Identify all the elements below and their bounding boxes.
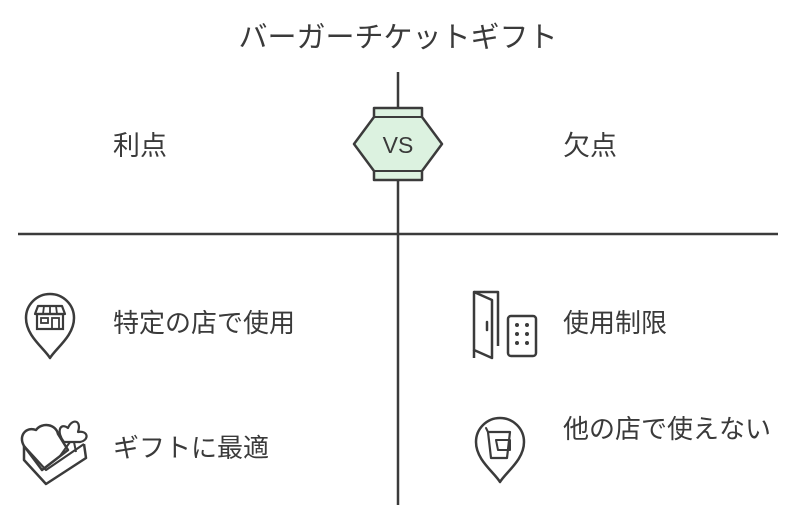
pros-item-1: 特定の店で使用 <box>113 309 296 339</box>
cons-item-1: 使用制限 <box>563 309 668 339</box>
cons-header: 欠点 <box>563 131 617 162</box>
store-location-icon <box>24 292 76 360</box>
door-keypad-icon <box>472 290 538 360</box>
diagram-title: バーガーチケットギフト <box>238 20 558 54</box>
pros-header: 利点 <box>113 131 167 162</box>
cup-location-icon <box>474 416 526 484</box>
cons-item-2: 他の店で使えない <box>563 415 772 445</box>
pros-item-2: ギフトに最適 <box>113 434 270 464</box>
gift-heart-box-icon <box>20 420 88 486</box>
vs-label: VS <box>383 132 414 158</box>
vs-badge: VS <box>352 106 444 182</box>
